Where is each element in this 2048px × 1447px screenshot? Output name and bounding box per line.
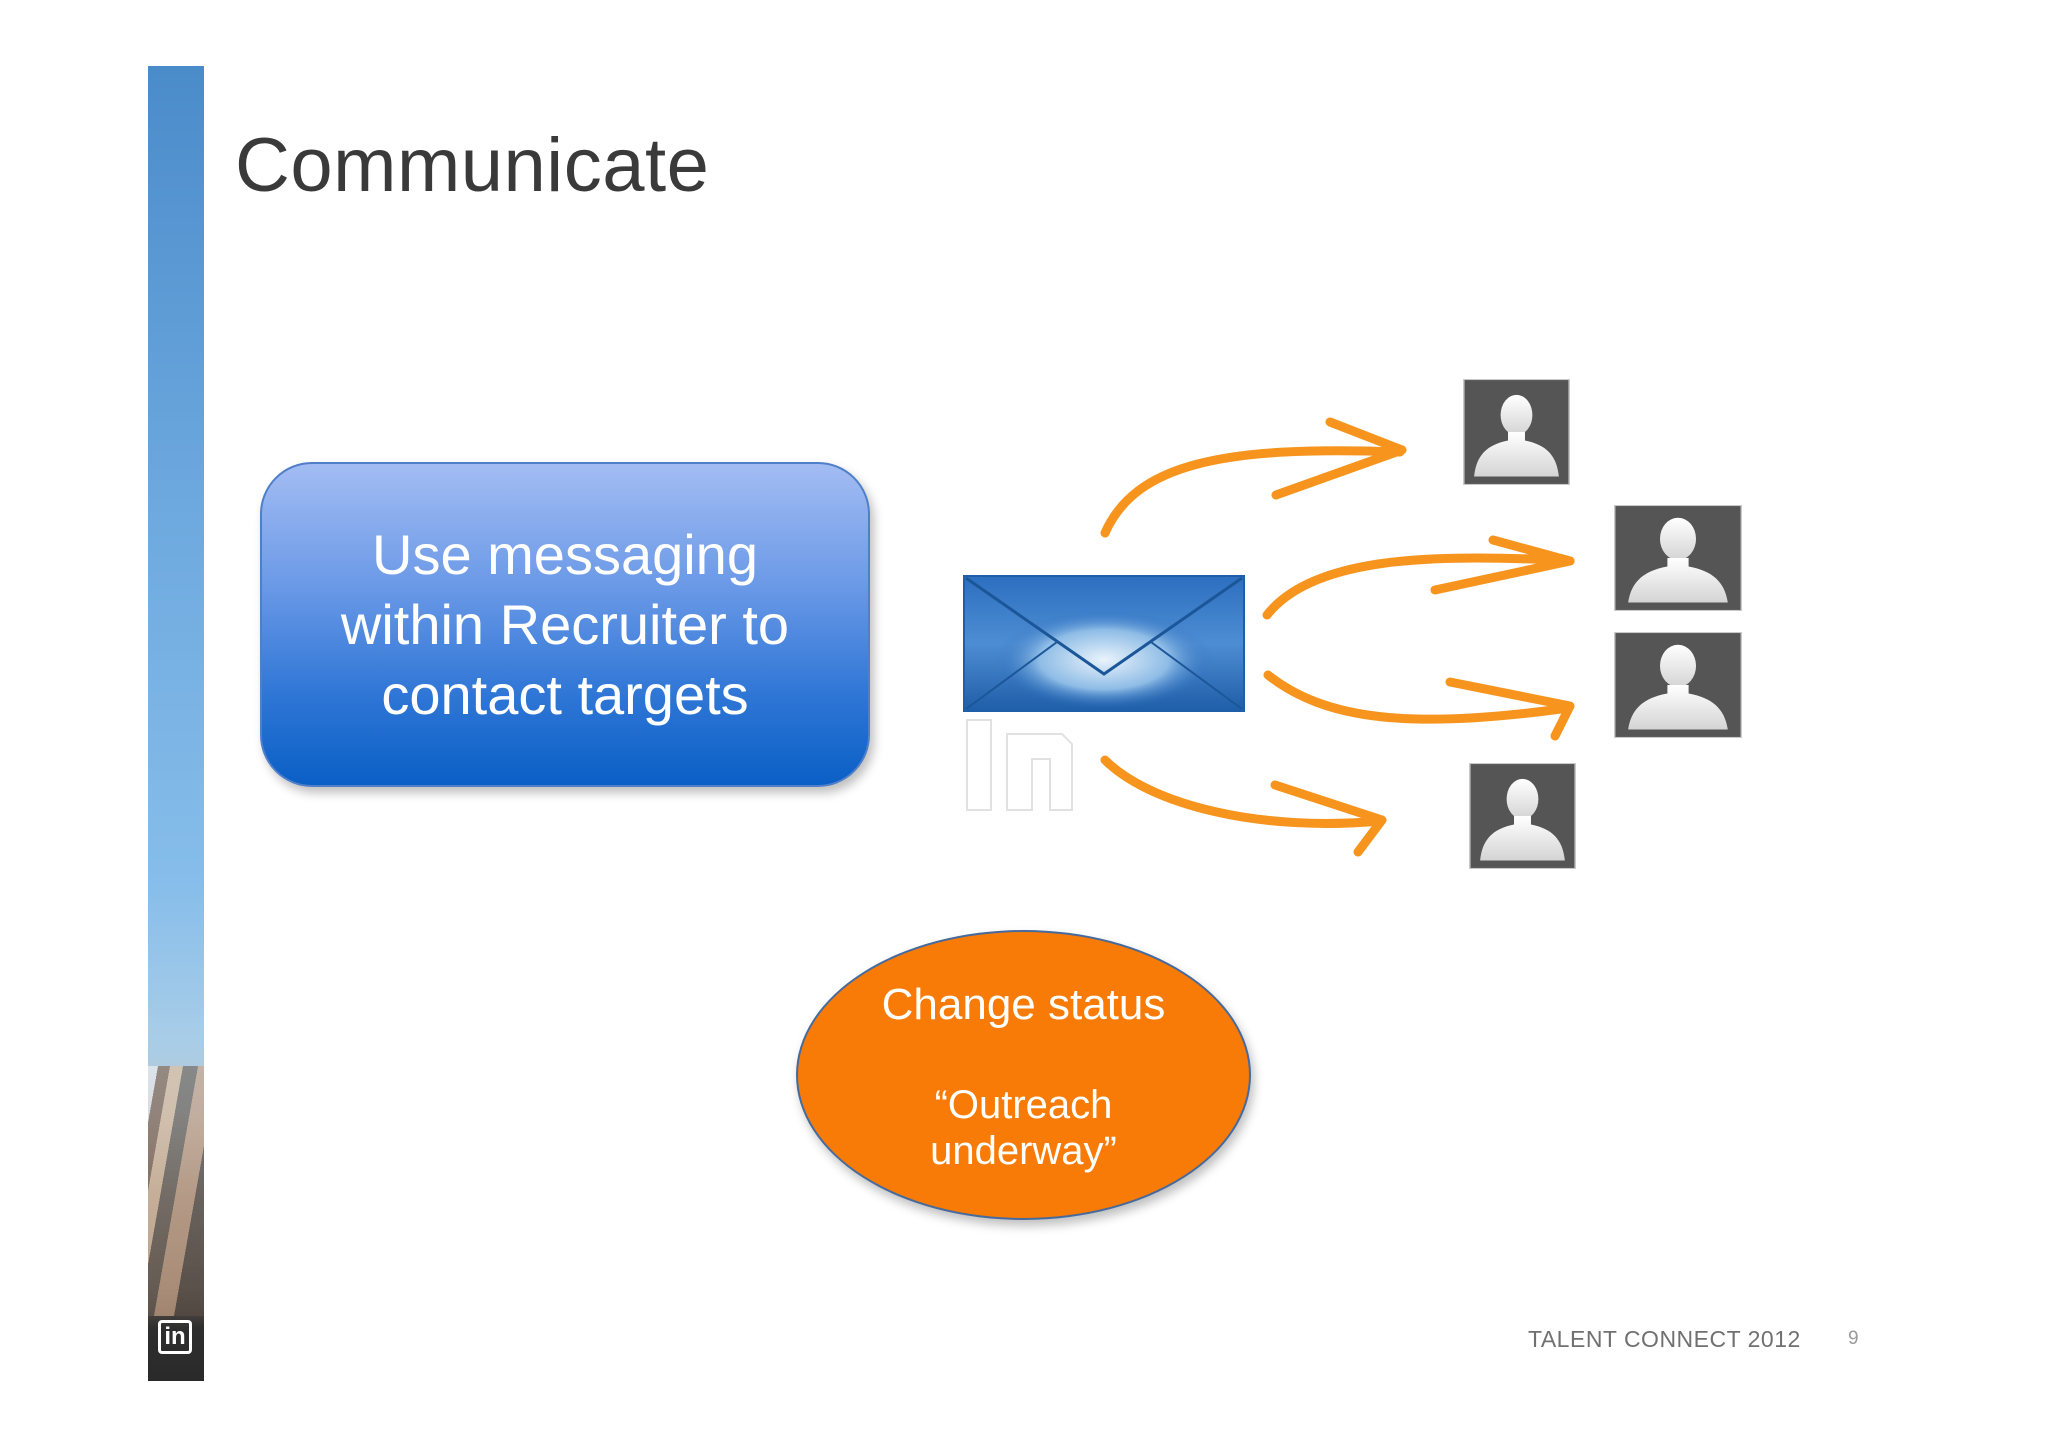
slide-title: Communicate — [235, 123, 710, 208]
status-heading: Change status — [881, 980, 1166, 1029]
messaging-line-3: contact targets — [381, 662, 749, 726]
status-oval: Change status “Outreach underway” — [796, 930, 1251, 1220]
messaging-box: Use messaging within Recruiter to contac… — [260, 462, 870, 787]
footer-page-number: 9 — [1848, 1328, 1859, 1349]
person-avatar-icon — [1614, 505, 1742, 611]
person-avatar-icon — [1469, 763, 1576, 869]
status-value: “Outreach underway” — [868, 1082, 1179, 1174]
arrows-group — [1100, 417, 1575, 857]
messaging-line-2: within Recruiter to — [340, 592, 790, 656]
person-avatar-icon — [1614, 632, 1742, 738]
person-avatar-icon — [1463, 379, 1570, 485]
envelope-icon — [963, 575, 1245, 811]
arrow-icon — [1100, 446, 1405, 538]
messaging-box-text: Use messaging within Recruiter to contac… — [285, 520, 845, 730]
side-bar-decoration — [148, 66, 204, 1381]
photo-strip — [148, 1066, 204, 1316]
status-value-line-2: underway” — [930, 1129, 1117, 1173]
status-value-line-1: “Outreach — [934, 1083, 1113, 1127]
footer-event: TALENT CONNECT 2012 — [1528, 1326, 1801, 1352]
messaging-line-1: Use messaging — [372, 522, 758, 586]
linkedin-logo-icon: in — [158, 1320, 192, 1354]
